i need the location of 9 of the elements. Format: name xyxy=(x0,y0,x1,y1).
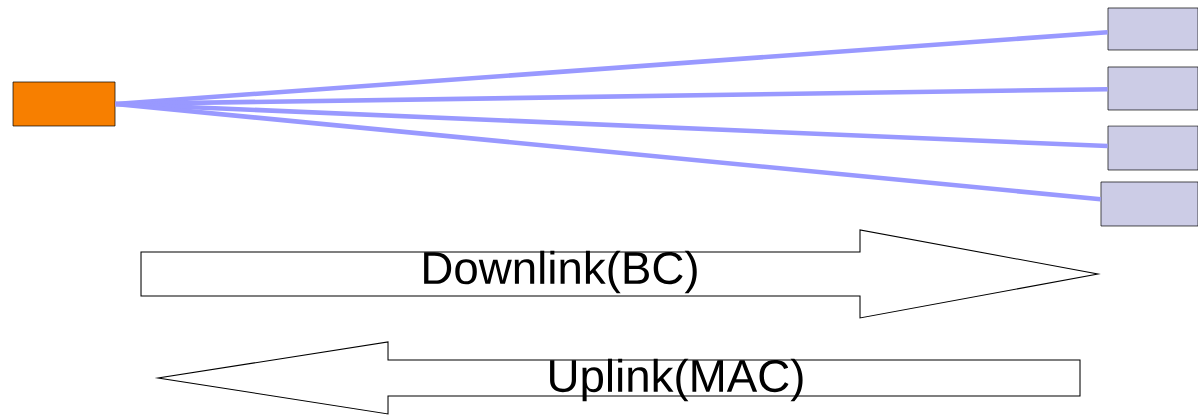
rectangle-box xyxy=(1107,66,1198,111)
rectangle-box xyxy=(1107,7,1198,51)
connector-line xyxy=(115,101,1108,149)
arrow-label: Downlink(BC) xyxy=(424,250,697,294)
rectangle-box xyxy=(12,81,116,127)
rectangle-box xyxy=(1107,125,1198,171)
rectangle-box xyxy=(1100,181,1198,227)
connector-line xyxy=(115,101,1101,202)
arrow-label: Uplink(MAC) xyxy=(550,358,803,402)
